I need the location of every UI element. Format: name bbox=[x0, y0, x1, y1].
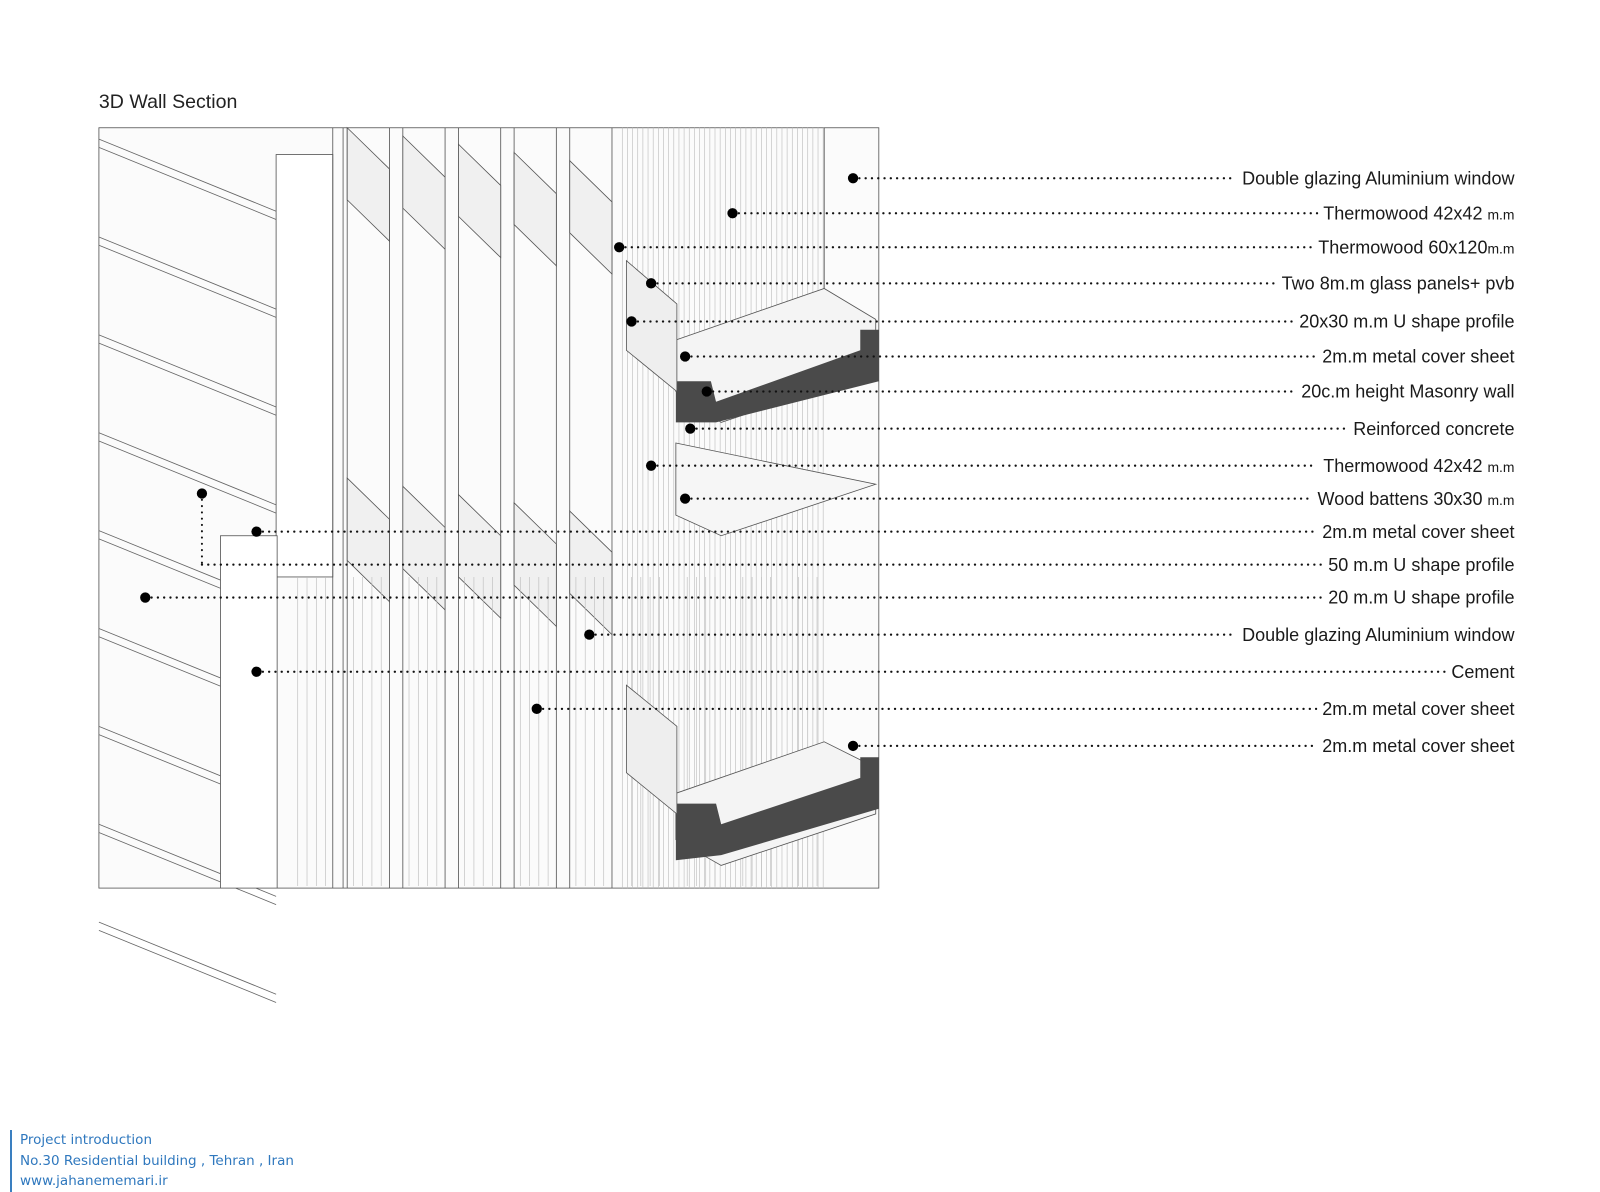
footer-building: No.30 Residential building , Tehran , Ir… bbox=[20, 1152, 294, 1169]
callout-label: Thermowood 60x120m.m bbox=[1318, 237, 1514, 257]
diagram-title: 3D Wall Section bbox=[99, 91, 237, 113]
callout-dot bbox=[251, 666, 262, 677]
callout-label: 2m.m metal cover sheet bbox=[1322, 736, 1514, 756]
callout: Thermowood 42x42 m.m bbox=[727, 203, 1514, 223]
callout-dot bbox=[679, 493, 691, 504]
callout: Wood battens 30x30 m.m bbox=[679, 489, 1515, 509]
callout-dot bbox=[140, 592, 151, 603]
callout-label: 20c.m height Masonry wall bbox=[1301, 382, 1514, 402]
callout: Double glazing Aluminium window bbox=[847, 168, 1515, 188]
callout-label: Two 8m.m glass panels+ pvb bbox=[1282, 274, 1515, 294]
building-drawing bbox=[98, 126, 880, 1003]
callout-dot bbox=[847, 173, 859, 184]
callout: 20c.m height Masonry wall bbox=[701, 382, 1514, 402]
callout: Cement bbox=[251, 662, 1514, 682]
callout-label: Reinforced concrete bbox=[1353, 419, 1514, 439]
callout-dot bbox=[196, 488, 208, 499]
callout-dot bbox=[727, 208, 738, 219]
callout: 2m.m metal cover sheet bbox=[251, 522, 1514, 542]
callout-dot bbox=[626, 316, 637, 327]
callout-label: 2m.m metal cover sheet bbox=[1322, 522, 1514, 542]
callout-label: 2m.m metal cover sheet bbox=[1322, 699, 1514, 719]
callout: 2m.m metal cover sheet bbox=[531, 699, 1514, 719]
callout-dot bbox=[701, 386, 712, 397]
callout-label: Double glazing Aluminium window bbox=[1242, 168, 1515, 188]
callout-dot bbox=[614, 242, 625, 253]
callout-label: Cement bbox=[1451, 662, 1514, 682]
callout-dot bbox=[847, 740, 859, 752]
callout: 2m.m metal cover sheet bbox=[679, 347, 1514, 367]
callout: 20x30 m.m U shape profile bbox=[626, 312, 1514, 332]
callout-dot bbox=[251, 526, 262, 537]
callout-label: 20 m.m U shape profile bbox=[1328, 588, 1514, 608]
callout-dot bbox=[584, 629, 595, 640]
callout: Thermowood 42x42 m.m bbox=[645, 456, 1514, 476]
callout-list: Double glazing Aluminium windowThermowoo… bbox=[140, 168, 1515, 756]
callout-dot bbox=[679, 351, 691, 362]
callout: 50 m.m U shape profile bbox=[196, 488, 1514, 575]
callout: Two 8m.m glass panels+ pvb bbox=[645, 274, 1515, 294]
footer-project: Project introduction bbox=[20, 1132, 153, 1148]
callout-dot bbox=[645, 278, 657, 289]
callout: Reinforced concrete bbox=[685, 419, 1514, 439]
callout-dot bbox=[645, 460, 657, 471]
callout-label: Thermowood 42x42 m.m bbox=[1323, 203, 1514, 223]
callout-label: Double glazing Aluminium window bbox=[1242, 625, 1515, 645]
callout-label: 20x30 m.m U shape profile bbox=[1299, 312, 1514, 332]
concrete-slab-lower bbox=[675, 741, 879, 866]
callout-label: Wood battens 30x30 m.m bbox=[1318, 489, 1515, 509]
callout-label: Thermowood 42x42 m.m bbox=[1323, 456, 1514, 476]
callout-dot bbox=[531, 703, 542, 714]
callout-label: 50 m.m U shape profile bbox=[1328, 555, 1514, 575]
callout: 2m.m metal cover sheet bbox=[847, 736, 1514, 756]
callout-dot bbox=[685, 423, 696, 434]
footer: Project introduction No.30 Residential b… bbox=[10, 1130, 294, 1192]
callout: 20 m.m U shape profile bbox=[140, 588, 1514, 608]
callout-label: 2m.m metal cover sheet bbox=[1322, 347, 1514, 367]
footer-website[interactable]: www.jahanememari.ir bbox=[20, 1173, 168, 1189]
callout: Double glazing Aluminium window bbox=[584, 625, 1515, 645]
callout: Thermowood 60x120m.m bbox=[614, 237, 1514, 257]
